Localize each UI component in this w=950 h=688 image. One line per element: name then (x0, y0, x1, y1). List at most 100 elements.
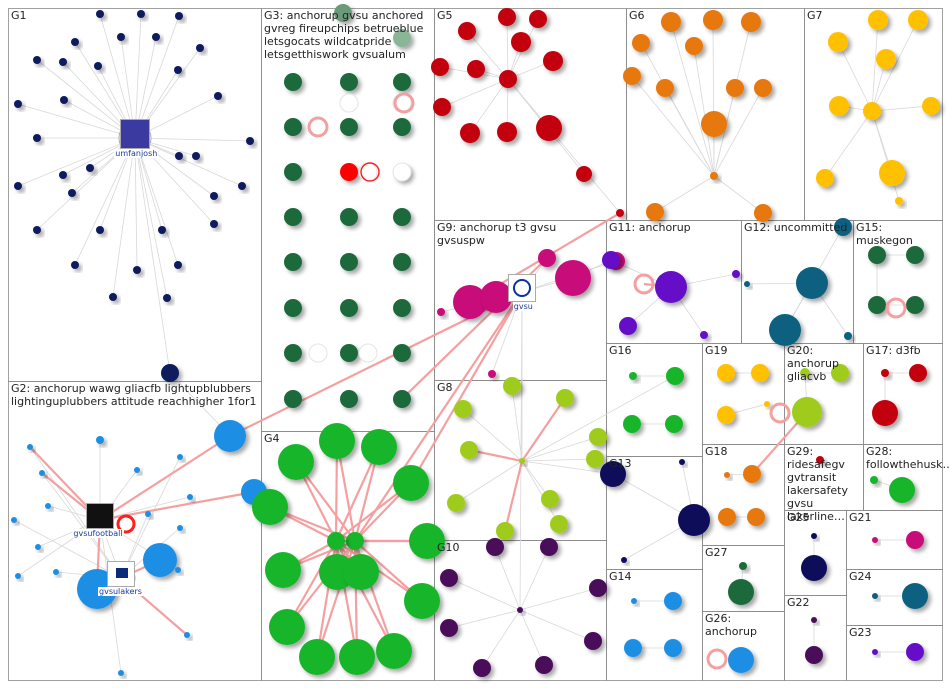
node-g1[interactable] (33, 56, 41, 64)
node-g7[interactable] (828, 32, 848, 52)
node-g25[interactable] (811, 533, 817, 539)
node-g11[interactable] (633, 273, 655, 295)
node-g4[interactable] (269, 609, 305, 645)
node-g10[interactable] (440, 569, 458, 587)
node-g13[interactable] (678, 504, 710, 536)
node-g3[interactable] (284, 299, 302, 317)
node-g2[interactable] (187, 494, 193, 500)
node-g4[interactable] (404, 583, 440, 619)
node-g2[interactable] (27, 444, 33, 450)
avatar-gvsulakers[interactable] (107, 561, 135, 587)
node-g9[interactable] (555, 260, 591, 296)
node-g1[interactable] (196, 44, 204, 52)
node-g3[interactable] (284, 344, 302, 362)
node-g22[interactable] (805, 646, 823, 664)
node-g9[interactable] (437, 308, 445, 316)
node-g1[interactable] (175, 12, 183, 20)
node-g6[interactable] (710, 172, 718, 180)
node-g11[interactable] (655, 271, 687, 303)
node-g14[interactable] (631, 598, 637, 604)
node-g7[interactable] (863, 102, 881, 120)
node-g2[interactable] (143, 543, 177, 577)
node-g14[interactable] (624, 639, 642, 657)
node-g2[interactable] (35, 544, 41, 550)
node-g6[interactable] (661, 12, 681, 32)
node-g2[interactable] (96, 436, 104, 444)
node-g18[interactable] (718, 508, 736, 526)
node-g1[interactable] (192, 152, 200, 160)
node-g6[interactable] (754, 79, 772, 97)
node-g1[interactable] (96, 10, 104, 18)
node-g2[interactable] (15, 573, 21, 579)
node-g14[interactable] (664, 639, 682, 657)
node-g1[interactable] (158, 226, 166, 234)
node-g3[interactable] (393, 390, 411, 408)
node-g3[interactable] (393, 253, 411, 271)
node-g7[interactable] (868, 10, 888, 30)
avatar-gvsufootball[interactable] (86, 503, 114, 529)
node-g15[interactable] (906, 246, 924, 264)
node-g6[interactable] (703, 10, 723, 30)
node-g10[interactable] (440, 619, 458, 637)
node-g6[interactable] (685, 37, 703, 55)
node-g10[interactable] (517, 607, 523, 613)
node-g8[interactable] (556, 389, 574, 407)
node-g25[interactable] (801, 555, 827, 581)
node-g24[interactable] (902, 583, 928, 609)
node-g1[interactable] (117, 33, 125, 41)
node-g3[interactable] (339, 93, 359, 113)
node-g5[interactable] (467, 60, 485, 78)
node-g3[interactable] (284, 73, 302, 91)
node-g7[interactable] (879, 160, 905, 186)
node-g3[interactable] (340, 344, 358, 362)
node-g2[interactable] (118, 670, 124, 676)
node-g4[interactable] (327, 532, 345, 550)
node-g5[interactable] (458, 22, 476, 40)
node-g1[interactable] (152, 33, 160, 41)
node-g1[interactable] (175, 152, 183, 160)
node-g2[interactable] (214, 420, 246, 452)
node-g6[interactable] (754, 204, 772, 222)
node-g2[interactable] (45, 503, 51, 509)
node-g2[interactable] (184, 632, 190, 638)
node-g21[interactable] (872, 537, 878, 543)
node-g8[interactable] (519, 458, 525, 464)
node-g1[interactable] (133, 266, 141, 274)
node-g3[interactable] (393, 92, 415, 114)
node-g3[interactable] (340, 118, 358, 136)
node-g13[interactable] (600, 461, 626, 487)
node-g1[interactable] (71, 38, 79, 46)
node-g4[interactable] (278, 444, 314, 480)
node-g3[interactable] (284, 118, 302, 136)
node-g21[interactable] (906, 531, 924, 549)
node-g20[interactable] (800, 368, 810, 378)
node-g4[interactable] (361, 429, 397, 465)
node-g5[interactable] (433, 98, 451, 116)
node-g12[interactable] (796, 267, 828, 299)
node-g2[interactable] (53, 569, 59, 575)
node-g10[interactable] (584, 632, 602, 650)
node-g10[interactable] (473, 659, 491, 677)
node-g20[interactable] (792, 397, 822, 427)
node-g19[interactable] (769, 402, 791, 424)
node-g17[interactable] (881, 369, 889, 377)
node-g13[interactable] (679, 459, 685, 465)
node-g2[interactable] (177, 525, 183, 531)
node-g15[interactable] (906, 296, 924, 314)
node-g3[interactable] (340, 390, 358, 408)
node-g2[interactable] (134, 467, 140, 473)
node-g6[interactable] (726, 79, 744, 97)
node-g1[interactable] (174, 261, 182, 269)
node-g20[interactable] (831, 364, 849, 382)
node-g5[interactable] (431, 58, 449, 76)
node-g3[interactable] (393, 73, 411, 91)
node-g19[interactable] (764, 401, 770, 407)
node-g3[interactable] (393, 208, 411, 226)
node-g11[interactable] (602, 251, 620, 269)
node-g6[interactable] (646, 203, 664, 221)
node-g2[interactable] (145, 511, 151, 517)
node-g1[interactable] (86, 164, 94, 172)
node-g8[interactable] (550, 515, 568, 533)
node-g6[interactable] (741, 12, 761, 32)
node-g27[interactable] (739, 562, 747, 570)
